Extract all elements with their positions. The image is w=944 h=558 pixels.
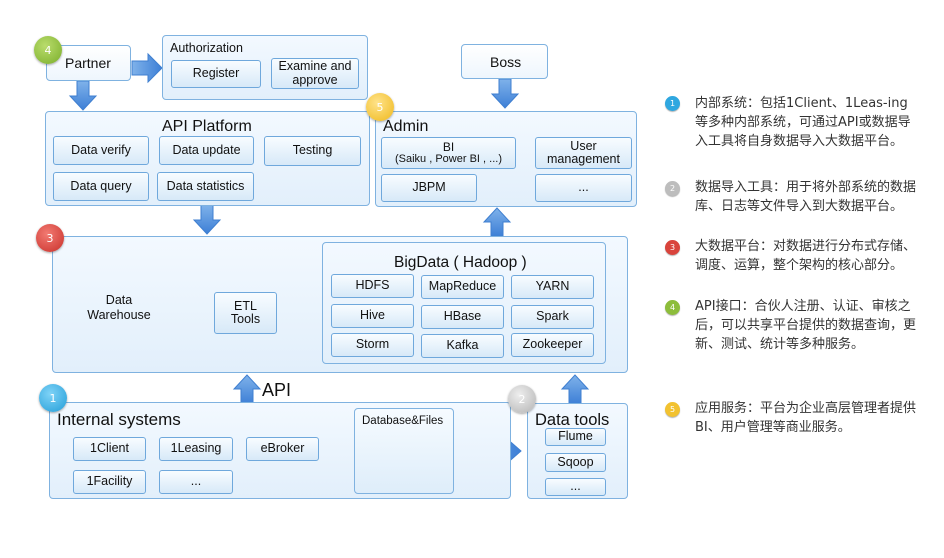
1client-chip: 1Client: [73, 437, 146, 461]
storm-chip: Storm: [331, 333, 414, 357]
ebroker-chip: eBroker: [246, 437, 319, 461]
arrow-bigdata-to-admin: [482, 207, 512, 237]
boss-box: [461, 44, 548, 79]
arrow-boss-to-admin: [490, 78, 520, 109]
yarn-chip: YARN: [511, 275, 594, 299]
testing-chip: Testing: [264, 136, 361, 166]
badge-3-icon: 3: [36, 224, 64, 252]
1facility-chip: 1Facility: [73, 470, 146, 494]
legend-badge-4-icon: 4: [665, 300, 680, 315]
legend-text-1: 内部系统：包括1Client、1Leas-ing等多种内部系统，可通过API或数…: [695, 96, 911, 149]
user-management-chip: User management: [535, 137, 632, 169]
api-platform-title: API Platform: [162, 118, 252, 135]
admin-title: Admin: [383, 118, 429, 135]
datatools-more-chip: ...: [545, 478, 606, 496]
kafka-chip: Kafka: [421, 334, 504, 358]
data-warehouse-label: Data Warehouse: [87, 293, 151, 322]
data-tools-title: Data tools: [535, 411, 610, 429]
data-verify-chip: Data verify: [53, 136, 149, 165]
hive-chip: Hive: [331, 304, 414, 328]
badge-1-icon: 1: [39, 384, 67, 412]
legend-badge-3-icon: 3: [665, 240, 680, 255]
partner-title: Partner: [65, 55, 111, 71]
bi-chip: BI (Saiku , Power BI , ...): [381, 137, 516, 169]
jbpm-chip: JBPM: [381, 174, 477, 202]
legend-text-3: 大数据平台：对数据进行分布式存储、调度、运算，整个架构的核心部分。: [695, 239, 917, 273]
database-files-label: Database&Files: [362, 415, 444, 427]
mapreduce-chip: MapReduce: [421, 275, 504, 299]
examine-approve-chip: Examine and approve: [271, 58, 359, 89]
bi-tools-label: (Saiku , Power BI , ...): [395, 152, 502, 165]
arrow-internal-to-bigdata: [232, 374, 262, 405]
badge-2-icon: 2: [508, 385, 536, 413]
legend-badge-2-icon: 2: [665, 181, 680, 196]
bi-label: BI: [442, 139, 455, 154]
badge-5-icon: 5: [366, 93, 394, 121]
api-label: API: [262, 380, 292, 400]
legend-badge-1-icon: 1: [665, 96, 680, 111]
admin-more-chip: ...: [535, 174, 632, 202]
authorization-title: Authorization: [170, 41, 243, 55]
hadoop-title: BigData ( Hadoop ): [394, 254, 527, 271]
arrow-partner-to-api-platform: [68, 80, 98, 111]
etl-tools-chip: ETL Tools: [214, 292, 277, 334]
arrow-api-platform-to-bigdata: [192, 204, 222, 235]
arrow-partner-to-authorization: [131, 52, 163, 84]
legend-text-4: API接口：合伙人注册、认证、审核之后，可以共享平台提供的数据查询，更新、测试、…: [695, 299, 917, 352]
spark-chip: Spark: [511, 305, 594, 329]
internal-more-chip: ...: [159, 470, 233, 494]
legend-badge-5-icon: 5: [665, 402, 680, 417]
data-statistics-chip: Data statistics: [157, 172, 254, 201]
arrow-datatools-to-bigdata: [560, 374, 590, 405]
hbase-chip: HBase: [421, 305, 504, 329]
1leasing-chip: 1Leasing: [159, 437, 233, 461]
data-query-chip: Data query: [53, 172, 149, 201]
badge-4-icon: 4: [34, 36, 62, 64]
legend-text-5: 应用服务：平台为企业高层管理者提供BI、用户管理等商业服务。: [695, 401, 917, 435]
flume-chip: Flume: [545, 428, 606, 446]
data-update-chip: Data update: [159, 136, 254, 165]
zookeeper-chip: Zookeeper: [511, 333, 594, 357]
legend-text-2: 数据导入工具：用于将外部系统的数据库、日志等文件导入到大数据平台。: [695, 180, 917, 214]
boss-title: Boss: [490, 54, 522, 70]
sqoop-chip: Sqoop: [545, 453, 606, 472]
register-chip: Register: [171, 60, 261, 88]
database-files-box: [354, 408, 454, 494]
internal-systems-title: Internal systems: [57, 410, 181, 429]
hdfs-chip: HDFS: [331, 274, 414, 298]
